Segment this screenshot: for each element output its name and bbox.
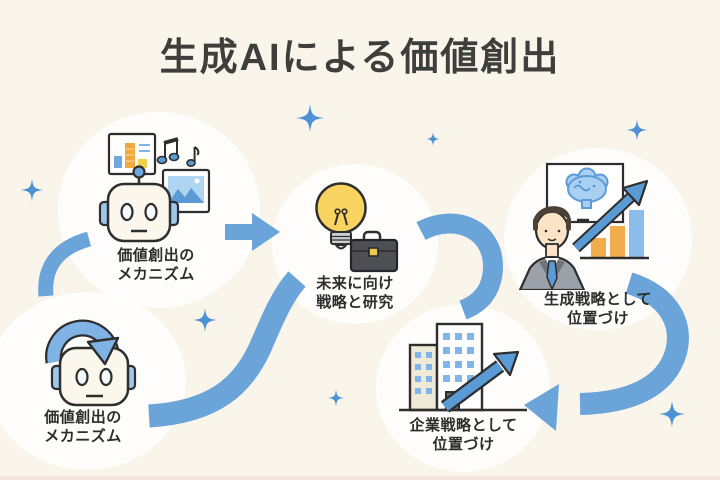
sparkle-icon xyxy=(193,308,217,332)
robot-head xyxy=(98,165,180,243)
lightbulb-and-briefcase-icon xyxy=(315,182,399,273)
businessman-brain-growth-chart-icon xyxy=(518,162,649,290)
node-generation-strategy: 生成戦略として 位置づけ xyxy=(518,158,678,328)
node-corporate-strategy: 企業戦略として 位置づけ xyxy=(396,318,531,454)
sparkle-icon xyxy=(658,400,686,428)
node-mechanism-bottom: 価値創出の メカニズム xyxy=(18,300,148,446)
businessman xyxy=(518,206,586,290)
node-future-strategy: 未来に向け 戦略と研究 xyxy=(300,168,410,312)
node-label: 生成戦略として 位置づけ xyxy=(543,291,653,328)
node-label: 価値創出の メカニズム xyxy=(44,409,122,446)
sparkle-icon xyxy=(327,389,345,407)
sparkle-icon xyxy=(296,104,324,132)
cycle-arrowhead xyxy=(86,336,120,366)
buildings-growth-arrow-icon xyxy=(399,322,527,413)
building-left xyxy=(408,343,439,412)
connector-robot-to-bulb-arrow xyxy=(225,213,280,251)
node-mechanism-top: 価値創出の メカニズム xyxy=(96,126,216,284)
briefcase-icon xyxy=(349,230,399,273)
connector-swoosh xyxy=(148,271,306,428)
music-notes-icon xyxy=(156,137,200,167)
robot-head xyxy=(50,346,137,407)
sparkle-icon xyxy=(426,132,440,146)
connector-bulb-down-arc xyxy=(416,213,503,320)
sparkle-icon xyxy=(626,119,648,141)
robot-with-media-icon xyxy=(98,132,211,243)
page-title: 生成AIによる価値創出 xyxy=(159,37,561,79)
sparkle-icon xyxy=(20,178,44,202)
connector-generation-to-corporate-arc xyxy=(579,272,689,415)
brain-icon xyxy=(565,167,609,209)
node-label: 企業戦略として 位置づけ xyxy=(409,417,518,454)
chart-thumbnail xyxy=(107,132,157,176)
node-label: 未来に向け 戦略と研究 xyxy=(316,275,394,312)
footer-strip xyxy=(0,476,720,480)
node-label: 価値創出の メカニズム xyxy=(117,247,195,284)
robot-with-cycle-arrow-icon xyxy=(45,319,137,407)
lightbulb-icon xyxy=(315,182,367,250)
growth-chart xyxy=(572,179,649,260)
connector-mechanism-cycle-arc xyxy=(38,231,92,297)
connector-arrowhead xyxy=(524,384,559,431)
growth-arrow-icon xyxy=(440,350,520,413)
